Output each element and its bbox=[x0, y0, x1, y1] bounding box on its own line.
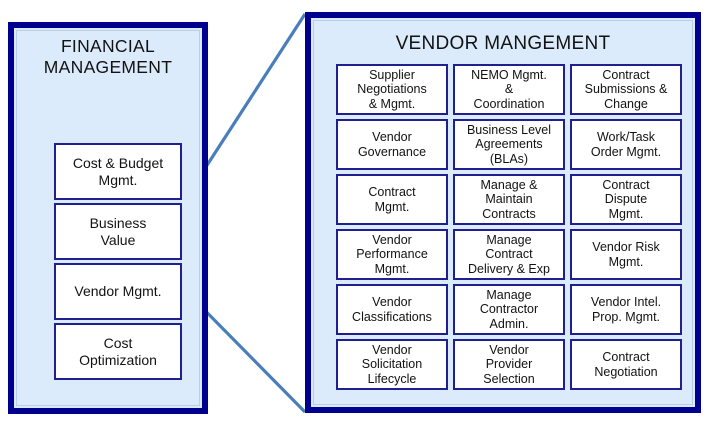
vendor-cell-vendor-risk-mgmt[interactable]: Vendor Risk Mgmt. bbox=[570, 229, 682, 280]
vendor-cell-manage-contractor-admin[interactable]: Manage Contractor Admin. bbox=[453, 284, 565, 335]
financial-box-vendor-mgmt[interactable]: Vendor Mgmt. bbox=[54, 263, 182, 320]
vendor-management-title: VENDOR MANGEMENT bbox=[395, 33, 611, 54]
vendor-cell-vendor-provider-selection[interactable]: Vendor Provider Selection bbox=[453, 339, 565, 390]
vendor-cell-vendor-solicitation-lifecycle[interactable]: Vendor Solicitation Lifecycle bbox=[336, 339, 448, 390]
vendor-cell-vendor-classifications[interactable]: Vendor Classifications bbox=[336, 284, 448, 335]
vendor-cell-vendor-performance-mgmt[interactable]: Vendor Performance Mgmt. bbox=[336, 229, 448, 280]
financial-box-cost-optimization[interactable]: Cost Optimization bbox=[54, 323, 182, 380]
vendor-cell-nemo-mgmt-coordination[interactable]: NEMO Mgmt. & Coordination bbox=[453, 64, 565, 115]
vendor-cell-contract-dispute-mgmt[interactable]: Contract Dispute Mgmt. bbox=[570, 174, 682, 225]
vendor-cell-vendor-intel-prop-mgmt[interactable]: Vendor Intel. Prop. Mgmt. bbox=[570, 284, 682, 335]
vendor-cell-work-task-order-mgmt[interactable]: Work/Task Order Mgmt. bbox=[570, 119, 682, 170]
vendor-cell-manage-maintain-contracts[interactable]: Manage & Maintain Contracts bbox=[453, 174, 565, 225]
vendor-cell-contract-mgmt[interactable]: Contract Mgmt. bbox=[336, 174, 448, 225]
financial-box-cost-budget-mgmt[interactable]: Cost & Budget Mgmt. bbox=[54, 143, 182, 200]
vendor-cell-supplier-negotiations-mgmt[interactable]: Supplier Negotiations & Mgmt. bbox=[336, 64, 448, 115]
vendor-management-panel[interactable]: VENDOR MANGEMENT Supplier Negotiations &… bbox=[305, 12, 701, 413]
vendor-cell-business-level-agreements[interactable]: Business Level Agreements (BLAs) bbox=[453, 119, 565, 170]
financial-box-business-value[interactable]: Business Value bbox=[54, 203, 182, 260]
financial-management-panel[interactable]: FINANCIAL MANAGEMENT Cost & Budget Mgmt.… bbox=[8, 22, 208, 414]
vendor-cell-contract-negotiation[interactable]: Contract Negotiation bbox=[570, 339, 682, 390]
vendor-cell-manage-contract-delivery-exp[interactable]: Manage Contract Delivery & Exp bbox=[453, 229, 565, 280]
vendor-cell-contract-submissions-change[interactable]: Contract Submissions & Change bbox=[570, 64, 682, 115]
vendor-cell-vendor-governance[interactable]: Vendor Governance bbox=[336, 119, 448, 170]
financial-management-title: FINANCIAL MANAGEMENT bbox=[43, 36, 173, 78]
